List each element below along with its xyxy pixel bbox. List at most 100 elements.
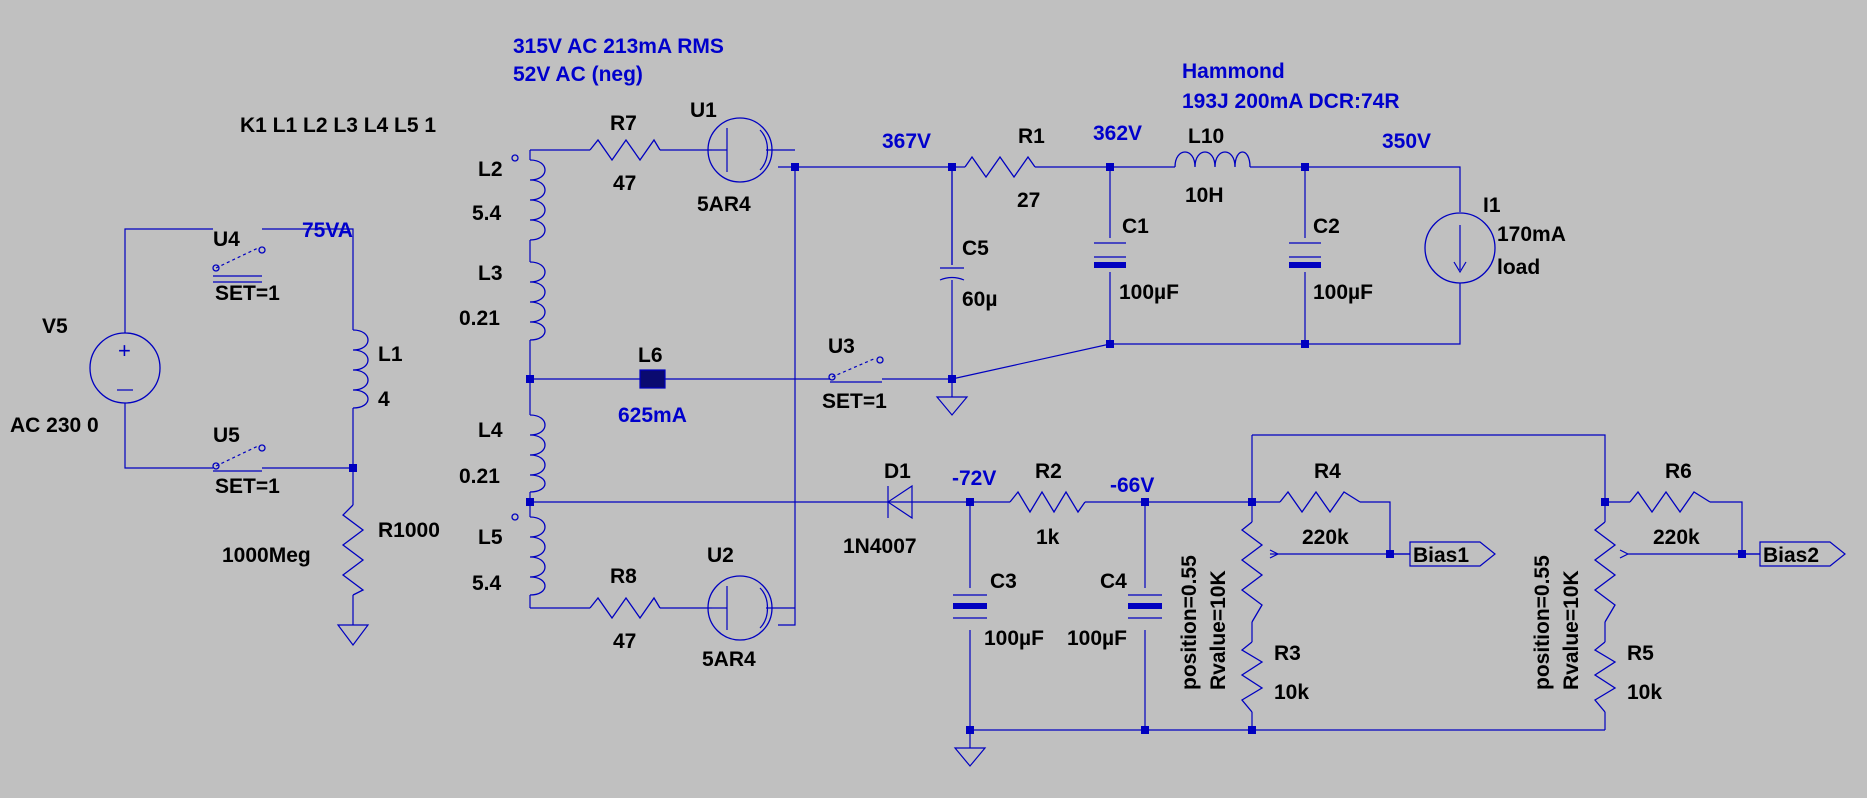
u1-value: 5AR4	[697, 193, 751, 216]
transformer-spec-1: 315V AC 213mA RMS	[513, 35, 724, 58]
r5-name: R5	[1627, 642, 1654, 665]
junction-dot	[966, 726, 974, 734]
node-voltage-neg66: -66V	[1110, 474, 1154, 497]
r1-name: R1	[1018, 125, 1045, 148]
potentiometer-r3[interactable]	[1240, 521, 1279, 623]
resistor-r3[interactable]	[1240, 641, 1264, 713]
r2-name: R2	[1035, 460, 1062, 483]
node-voltage-367: 367V	[882, 130, 931, 153]
inductor-l3[interactable]	[529, 261, 546, 341]
resistor-r6[interactable]	[1629, 490, 1711, 514]
resistor-r1000[interactable]	[336, 504, 370, 646]
inductor-l10[interactable]	[1174, 151, 1251, 168]
l10-name: L10	[1188, 125, 1224, 148]
l6-name: L6	[638, 344, 663, 367]
l5-value: 5.4	[472, 572, 502, 595]
capacitor-c4[interactable]	[1128, 594, 1162, 619]
voltage-source-v5[interactable]: +	[89, 272, 161, 404]
l4-value: 0.21	[459, 465, 500, 488]
node-voltage-362: 362V	[1093, 122, 1142, 145]
choke-spec: 193J 200mA DCR:74R	[1182, 90, 1400, 113]
l10-value: 10H	[1185, 184, 1224, 207]
i1-value-load: load	[1497, 256, 1540, 279]
l1-name: L1	[378, 343, 403, 366]
u4-value: SET=1	[215, 282, 280, 305]
r4-value: 220k	[1302, 526, 1349, 549]
junction-dot	[1141, 498, 1149, 506]
capacitor-c1[interactable]	[1094, 242, 1126, 268]
i1-name: I1	[1483, 194, 1501, 217]
r3-position: position=0.55	[1178, 555, 1201, 690]
junction-dot	[349, 464, 357, 472]
ground-symbol	[935, 396, 969, 416]
resistor-r7[interactable]	[589, 138, 661, 162]
resistor-r8[interactable]	[589, 596, 661, 620]
resistor-r2[interactable]	[1009, 490, 1086, 514]
junction-dot	[1106, 163, 1114, 171]
r8-name: R8	[610, 565, 637, 588]
capacitor-c5[interactable]	[939, 167, 965, 295]
junction-dot	[1738, 550, 1746, 558]
rectifier-tube-u1[interactable]	[707, 117, 795, 183]
v5-value: AC 230 0	[10, 414, 99, 437]
r7-name: R7	[610, 112, 637, 135]
c1-value: 100µF	[1119, 281, 1179, 304]
c2-name: C2	[1313, 215, 1340, 238]
node-voltage-350: 350V	[1382, 130, 1431, 153]
bias2-flag-label: Bias2	[1763, 544, 1819, 567]
fuse-l6[interactable]	[639, 369, 666, 389]
bias1-flag[interactable]: Bias1	[1409, 541, 1496, 567]
junction-dot	[1301, 340, 1309, 348]
u5-name: U5	[213, 424, 240, 447]
c5-name: C5	[962, 237, 989, 260]
d1-value: 1N4007	[843, 535, 917, 558]
junction-dot	[1248, 726, 1256, 734]
l2-value: 5.4	[472, 202, 502, 225]
junction-dot	[948, 375, 956, 383]
inductor-l1[interactable]	[352, 329, 369, 409]
switch-u4[interactable]	[212, 246, 266, 283]
c5-value: 60µ	[962, 288, 997, 311]
switch-u5[interactable]	[212, 444, 266, 472]
u2-name: U2	[707, 544, 734, 567]
junction-dot	[966, 498, 974, 506]
potentiometer-r5[interactable]	[1593, 521, 1629, 623]
d1-name: D1	[884, 460, 911, 483]
c1-name: C1	[1122, 215, 1149, 238]
capacitor-c2[interactable]	[1289, 242, 1321, 268]
junction-dot	[1386, 550, 1394, 558]
resistor-r4[interactable]	[1279, 490, 1361, 514]
resistor-r1[interactable]	[964, 155, 1075, 179]
resistor-r5[interactable]	[1593, 641, 1617, 713]
r8-value: 47	[613, 630, 636, 653]
r5-value: 10k	[1627, 681, 1662, 704]
c2-value: 100µF	[1313, 281, 1373, 304]
r6-value: 220k	[1653, 526, 1700, 549]
transformer-spec-2: 52V AC (neg)	[513, 63, 643, 86]
inductor-l2[interactable]	[511, 154, 546, 241]
switch-u3[interactable]	[828, 356, 884, 383]
diode-d1[interactable]	[885, 484, 918, 520]
annotations: 315V AC 213mA RMS 52V AC (neg) Hammond 1…	[240, 35, 1400, 427]
junction-dot	[791, 163, 799, 171]
r3-rvalue: Rvalue=10K	[1207, 570, 1230, 690]
junction-dot	[1601, 498, 1609, 506]
rectifier-tube-u2[interactable]	[707, 575, 795, 641]
l4-name: L4	[478, 419, 503, 442]
r3-value: 10k	[1274, 681, 1309, 704]
capacitor-c3[interactable]	[953, 594, 987, 619]
svg-text:+: +	[118, 338, 131, 363]
c4-value: 100µF	[1067, 627, 1127, 650]
c3-name: C3	[990, 570, 1017, 593]
c4-name: C4	[1100, 570, 1127, 593]
node-voltage-neg72: -72V	[952, 467, 996, 490]
junction-dot	[1141, 726, 1149, 734]
c3-value: 100µF	[984, 627, 1044, 650]
current-source-i1[interactable]	[1424, 212, 1496, 284]
fuse-rating: 625mA	[618, 404, 687, 427]
l3-name: L3	[478, 262, 503, 285]
coupling-statement: K1 L1 L2 L3 L4 L5 1	[240, 114, 436, 137]
inductor-l5[interactable]	[511, 513, 546, 596]
inductor-l4[interactable]	[529, 414, 546, 493]
bias2-flag[interactable]: Bias2	[1759, 541, 1846, 567]
